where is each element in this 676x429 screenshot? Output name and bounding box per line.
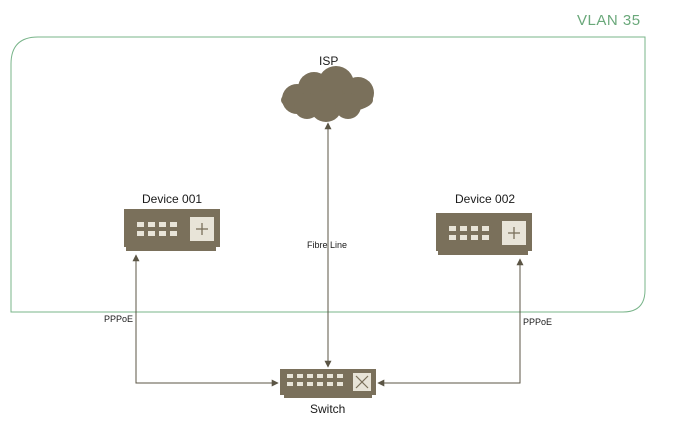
vlan-label: VLAN 35 (577, 12, 641, 29)
pppoe-label-device-002: PPPoE (523, 317, 553, 327)
device-001-label: Device 001 (142, 192, 203, 206)
device-002-router-icon (436, 213, 532, 255)
device-001-router-icon (124, 209, 220, 251)
switch-icon (280, 369, 376, 398)
device-002-label: Device 002 (455, 192, 516, 206)
fibre-line-label: Fibre Line (307, 240, 348, 250)
connection-pppoe-device-002 (377, 258, 524, 387)
pppoe-label-device-001: PPPoE (104, 314, 134, 324)
cloud-icon (281, 66, 374, 122)
switch-label: Switch (310, 402, 346, 416)
connection-pppoe-device-001 (132, 254, 279, 387)
vlan-boundary (10, 36, 646, 313)
isp-label: ISP (319, 54, 339, 68)
